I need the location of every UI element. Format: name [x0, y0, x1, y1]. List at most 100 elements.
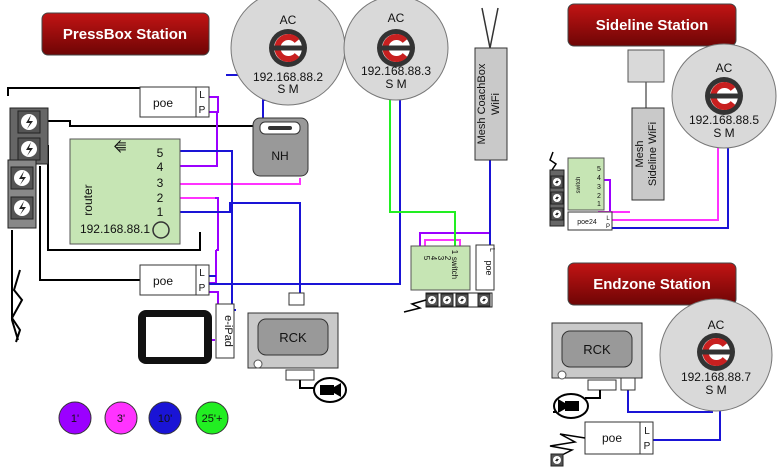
svg-text:1: 1: [597, 201, 601, 208]
outlet-icon: [17, 137, 41, 161]
ap-ip: 192.168.88.7: [681, 370, 751, 384]
ap-label: AC: [280, 13, 297, 27]
usb-icon: ⭅: [114, 139, 127, 155]
svg-text:P: P: [199, 105, 206, 116]
power-strip: [7, 107, 49, 343]
cables: [7, 74, 729, 441]
access-point-1: AC 192.168.88.2 S M: [230, 0, 346, 106]
access-point-4: AC 192.168.88.7 S M: [659, 298, 773, 412]
legend-swatch-3ft: [104, 401, 138, 435]
svg-text:2: 2: [443, 256, 452, 261]
svg-text:L: L: [606, 216, 610, 222]
outlet-icon: [440, 293, 454, 307]
outlet-icon: [477, 293, 491, 307]
ap-logo-icon: [269, 29, 307, 67]
poe-label: poe: [153, 274, 173, 288]
cable-blue: [612, 140, 729, 229]
eipad-label: e-iPad: [222, 315, 234, 347]
outlet-icon: [10, 196, 34, 220]
ap-logo-icon: [377, 29, 415, 67]
cable-blue: [173, 202, 301, 295]
antenna-icon: [627, 49, 665, 83]
network-hub: NH: [252, 117, 309, 177]
ap-ports: S M: [277, 82, 298, 96]
ap-label: AC: [716, 61, 733, 75]
svg-text:L: L: [199, 268, 205, 279]
cable-magenta: [612, 140, 719, 221]
cable-purple: [209, 96, 219, 113]
poe-injector-endzone: poe L P: [549, 421, 654, 467]
cable-blue: [209, 88, 401, 285]
router-port-5: 5: [157, 146, 164, 160]
outlet-icon: [455, 293, 469, 307]
ap-ports: S M: [705, 383, 726, 397]
cable-purple: [173, 112, 218, 167]
ap-ip: 192.168.88.2: [253, 70, 323, 84]
router-port-3: 3: [157, 176, 164, 190]
outlet-icon: [550, 453, 564, 467]
camera-icon: [565, 401, 579, 411]
svg-text:1: 1: [450, 250, 459, 255]
pressbox-header: PressBox Station: [41, 12, 210, 56]
svg-text:L: L: [644, 426, 650, 437]
svg-text:5: 5: [597, 166, 601, 173]
outlet-icon: [10, 166, 34, 190]
cable-purple: [209, 250, 217, 284]
ap-label: AC: [388, 11, 405, 25]
svg-text:4: 4: [429, 256, 438, 261]
svg-text:2: 2: [597, 193, 601, 200]
router-port-2: 2: [157, 191, 164, 205]
legend-label: 3': [117, 413, 125, 425]
svg-text:5: 5: [422, 256, 431, 261]
svg-text:4: 4: [597, 175, 601, 182]
svg-text:P: P: [199, 283, 206, 294]
router: router 192.168.88.1 ⭅ 5 4 3 2 1: [69, 138, 181, 245]
legend-swatch-1ft: [58, 401, 92, 435]
sideline-switch: switch 5 4 3 2 1 poe24 L P: [549, 151, 613, 231]
cable-legend: 1' 3' 10' 25'+: [58, 401, 229, 435]
cable-green: [389, 88, 456, 258]
router-label: router: [81, 184, 95, 215]
ap-logo-icon: [697, 333, 735, 371]
rck-label: RCK: [279, 330, 307, 345]
endzone-title: Endzone Station: [593, 276, 711, 293]
ap-label: AC: [708, 318, 725, 332]
outlet-icon: [425, 293, 439, 307]
router-port-4: 4: [157, 160, 164, 174]
access-point-2: AC 192.168.88.3 S M: [343, 0, 449, 101]
svg-text:P: P: [644, 441, 651, 452]
outlet-icon: [550, 175, 564, 189]
ap-ports: S M: [713, 126, 734, 140]
pressbox-title: PressBox Station: [63, 26, 187, 43]
camera-icon: [320, 385, 334, 395]
outlet-icon: [550, 207, 564, 221]
rck-pressbox: RCK: [247, 292, 347, 403]
legend-swatch-25ft: [195, 401, 229, 435]
sideline-title: Sideline Station: [596, 17, 709, 34]
cable-purple: [209, 291, 219, 305]
cable-magenta: [173, 178, 301, 185]
poe-label: poe: [484, 260, 494, 275]
mesh-coachbox-line2: WiFi: [490, 93, 502, 115]
nh-label: NH: [271, 149, 288, 163]
rck-label: RCK: [583, 342, 611, 357]
router-port-1: 1: [157, 205, 164, 219]
switch-label: switch: [576, 177, 582, 194]
router-ip: 192.168.88.1: [80, 222, 150, 236]
poe24-label: poe24: [577, 219, 597, 226]
legend-label: 25'+: [202, 413, 223, 425]
outlet-icon: [550, 191, 564, 205]
svg-text:3: 3: [597, 184, 601, 191]
outlet-icon: [17, 110, 41, 134]
poe-label: poe: [602, 431, 622, 445]
access-point-3: AC 192.168.88.5 S M: [671, 43, 777, 149]
coachbox-switch: switch 5 4 3 2 1 poe L: [403, 244, 495, 313]
tablet: e-iPad: [138, 303, 235, 364]
rck-endzone: RCK: [551, 322, 643, 419]
mesh-sideline-line2: Sideline WiFi: [647, 122, 659, 186]
power-cable: [39, 166, 140, 281]
mesh-coachbox-line1: Mesh CoachBox: [476, 63, 488, 144]
sideline-header: Sideline Station: [567, 3, 737, 47]
ap-ip: 192.168.88.5: [689, 113, 759, 127]
